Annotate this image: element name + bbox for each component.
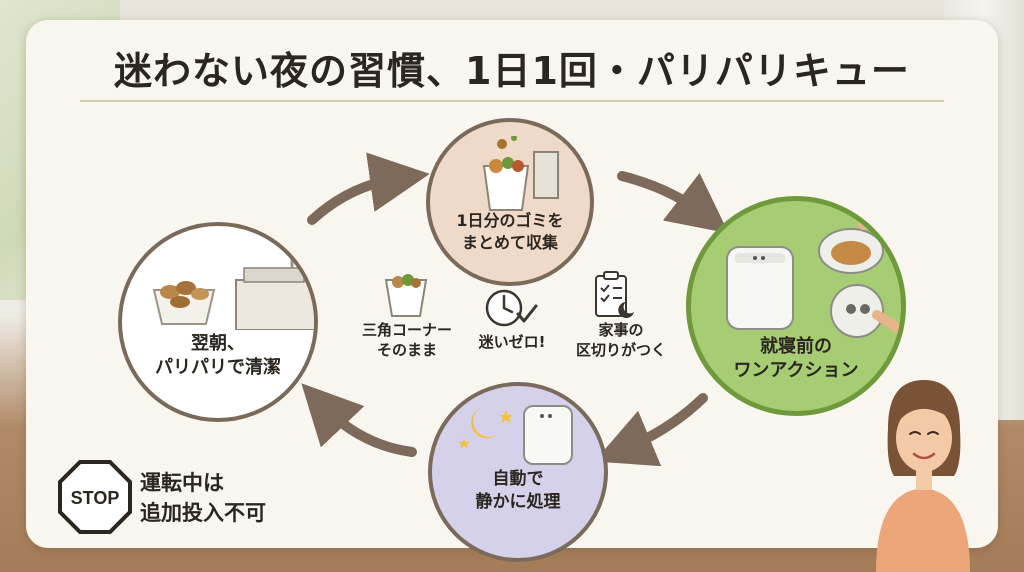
smiling-woman-illustration <box>876 380 970 572</box>
step-morning-line-2: パリパリで清潔 <box>155 357 281 379</box>
step-bedtime-line-2: ワンアクション <box>733 360 859 382</box>
clock-check-icon <box>485 289 538 327</box>
page-title: 迷わない夜の習慣、1日1回・パリパリキュー <box>114 49 910 93</box>
step-collect: 1日分のゴミを まとめて収集 <box>426 118 594 286</box>
arrow-collect-to-bedtime <box>617 171 729 234</box>
warning-line-1: 運転中は <box>140 471 224 495</box>
collect-basket-icon <box>482 136 559 211</box>
benefit-chore-milestone-line-2: 区切りがつく <box>575 341 666 360</box>
step-collect-label: 1日分のゴミを まとめて収集 <box>430 210 590 253</box>
stop-octagon: STOP <box>58 460 132 534</box>
step-bedtime: 就寝前の ワンアクション <box>686 196 906 416</box>
hand-pressing-button-icon <box>818 219 901 338</box>
step-collect-line-1: 1日分のゴミを <box>456 211 564 230</box>
step-auto-label: 自動で 静かに処理 <box>432 468 604 514</box>
stop-sign-icon: STOP <box>58 460 132 534</box>
sink-and-dried-waste-icon <box>152 254 314 330</box>
step-auto: 自動で 静かに処理 <box>428 382 608 562</box>
step-morning-label: 翌朝、 パリパリで清潔 <box>122 332 314 381</box>
arrow-bedtime-to-auto <box>594 393 708 467</box>
benefit-sink-corner-line-1: 三角コーナー <box>361 321 452 339</box>
benefit-sink-corner-line-2: そのまま <box>376 341 437 360</box>
step-auto-line-1: 自動で <box>492 469 544 489</box>
step-bedtime-label: 就寝前の ワンアクション <box>691 335 901 384</box>
benefit-sink-corner: 三角コーナー そのまま <box>355 320 459 361</box>
arrow-morning-to-collect <box>307 152 430 225</box>
step-auto-line-2: 静かに処理 <box>475 491 561 512</box>
warning-text: 運転中は 追加投入不可 <box>140 468 266 529</box>
benefit-no-hesitation: 迷いゼロ! <box>464 332 560 352</box>
title-divider <box>80 100 944 102</box>
warning-line-2: 追加投入不可 <box>140 501 266 526</box>
step-morning-line-1: 翌朝、 <box>191 333 245 354</box>
dryer-appliance-icon <box>523 405 573 465</box>
stop-badge-text: STOP <box>71 488 120 508</box>
clipboard-moon-icon <box>595 271 634 318</box>
moon-and-stars-icon <box>458 408 513 449</box>
benefit-chore-milestone: 家事の 区切りがつく <box>566 320 676 361</box>
benefit-no-hesitation-line-1: 迷いゼロ! <box>478 333 546 351</box>
step-collect-line-2: まとめて収集 <box>461 232 558 252</box>
food-waste-dryer-icon <box>726 246 794 330</box>
step-bedtime-line-1: 就寝前の <box>760 336 832 357</box>
step-morning: 翌朝、 パリパリで清潔 <box>118 222 318 422</box>
arrow-auto-to-morning <box>301 383 417 457</box>
benefit-chore-milestone-line-1: 家事の <box>598 321 644 339</box>
sink-corner-basket-icon <box>384 274 428 317</box>
